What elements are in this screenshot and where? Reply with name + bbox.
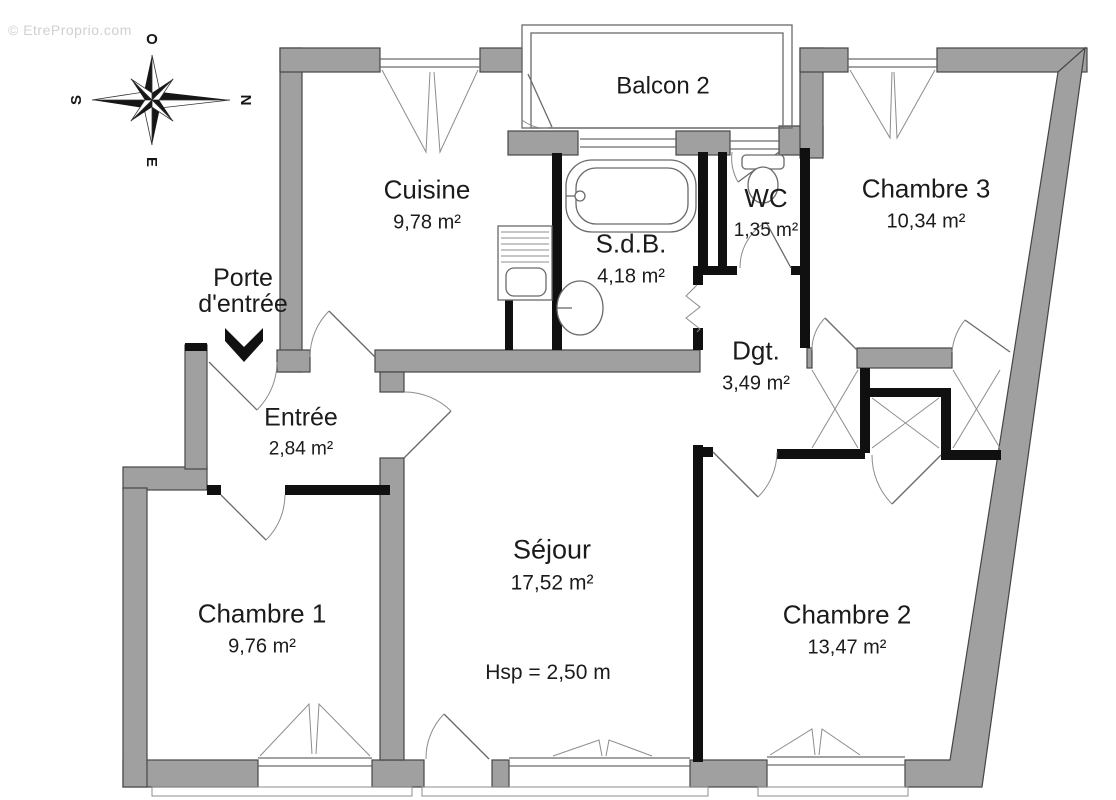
door-entrance: [208, 361, 278, 411]
washbasin: [556, 280, 604, 336]
room-label-balcon: Balcon 2: [616, 72, 710, 100]
window-chambre1: [258, 702, 372, 767]
door-cuisine-balcon: [521, 73, 553, 129]
kitchen-sink: [497, 225, 553, 301]
folding-door-sdb: [685, 284, 701, 333]
window-chambre2: [767, 728, 905, 766]
door-closet-chambre2: [871, 454, 942, 505]
room-label-chambre3: Chambre 3 10,34 m²: [861, 173, 991, 233]
door-closet-chambre3: [951, 319, 1011, 353]
window-wc-balcony: [730, 140, 779, 150]
window-cuisine: [380, 58, 480, 154]
window-sejour: [509, 739, 690, 767]
ceiling-height-note: Hsp = 2,50 m: [485, 660, 611, 684]
window-chambre3: [848, 58, 937, 140]
closet-marks: [811, 369, 1001, 449]
room-label-sejour: Séjour 17,52 m²: [510, 534, 594, 595]
room-label-chambre2: Chambre 2 13,47 m²: [782, 599, 912, 659]
door-wc: [739, 221, 792, 269]
door-chambre2: [712, 451, 778, 498]
watermark: © EtreProprio.com: [8, 22, 132, 38]
exterior-walls: [122, 46, 1088, 788]
compass-north-letter: N: [237, 95, 254, 106]
door-entree-sejour: [403, 391, 452, 459]
compass-west-letter: O: [146, 31, 158, 48]
entrance-arrow-icon: [225, 328, 263, 362]
door-chambre1: [220, 494, 286, 541]
compass-icon: O N S E: [68, 31, 254, 167]
room-label-dgt: Dgt. 3,49 m²: [722, 335, 790, 395]
compass-south-letter: S: [68, 95, 85, 105]
window-sdb-balcony: [580, 138, 676, 148]
door-cuisine: [309, 310, 376, 358]
room-label-entree: Entrée 2,84 m²: [264, 403, 338, 460]
door-chambre3: [811, 317, 858, 351]
room-label-wc: WC 1,35 m²: [733, 182, 799, 242]
entrance-pointer-label: Porte d'entrée: [198, 263, 288, 318]
room-label-chambre1: Chambre 1 9,76 m²: [197, 598, 327, 658]
facade-ledges: [151, 786, 909, 797]
room-label-sdb: S.d.B. 4,18 m²: [595, 228, 667, 288]
toilet: [741, 154, 785, 204]
bathtub: [565, 159, 697, 233]
compass-east-letter: E: [143, 157, 160, 167]
room-label-cuisine: Cuisine 9,78 m²: [383, 174, 471, 234]
door-sejour-french: [425, 713, 490, 760]
